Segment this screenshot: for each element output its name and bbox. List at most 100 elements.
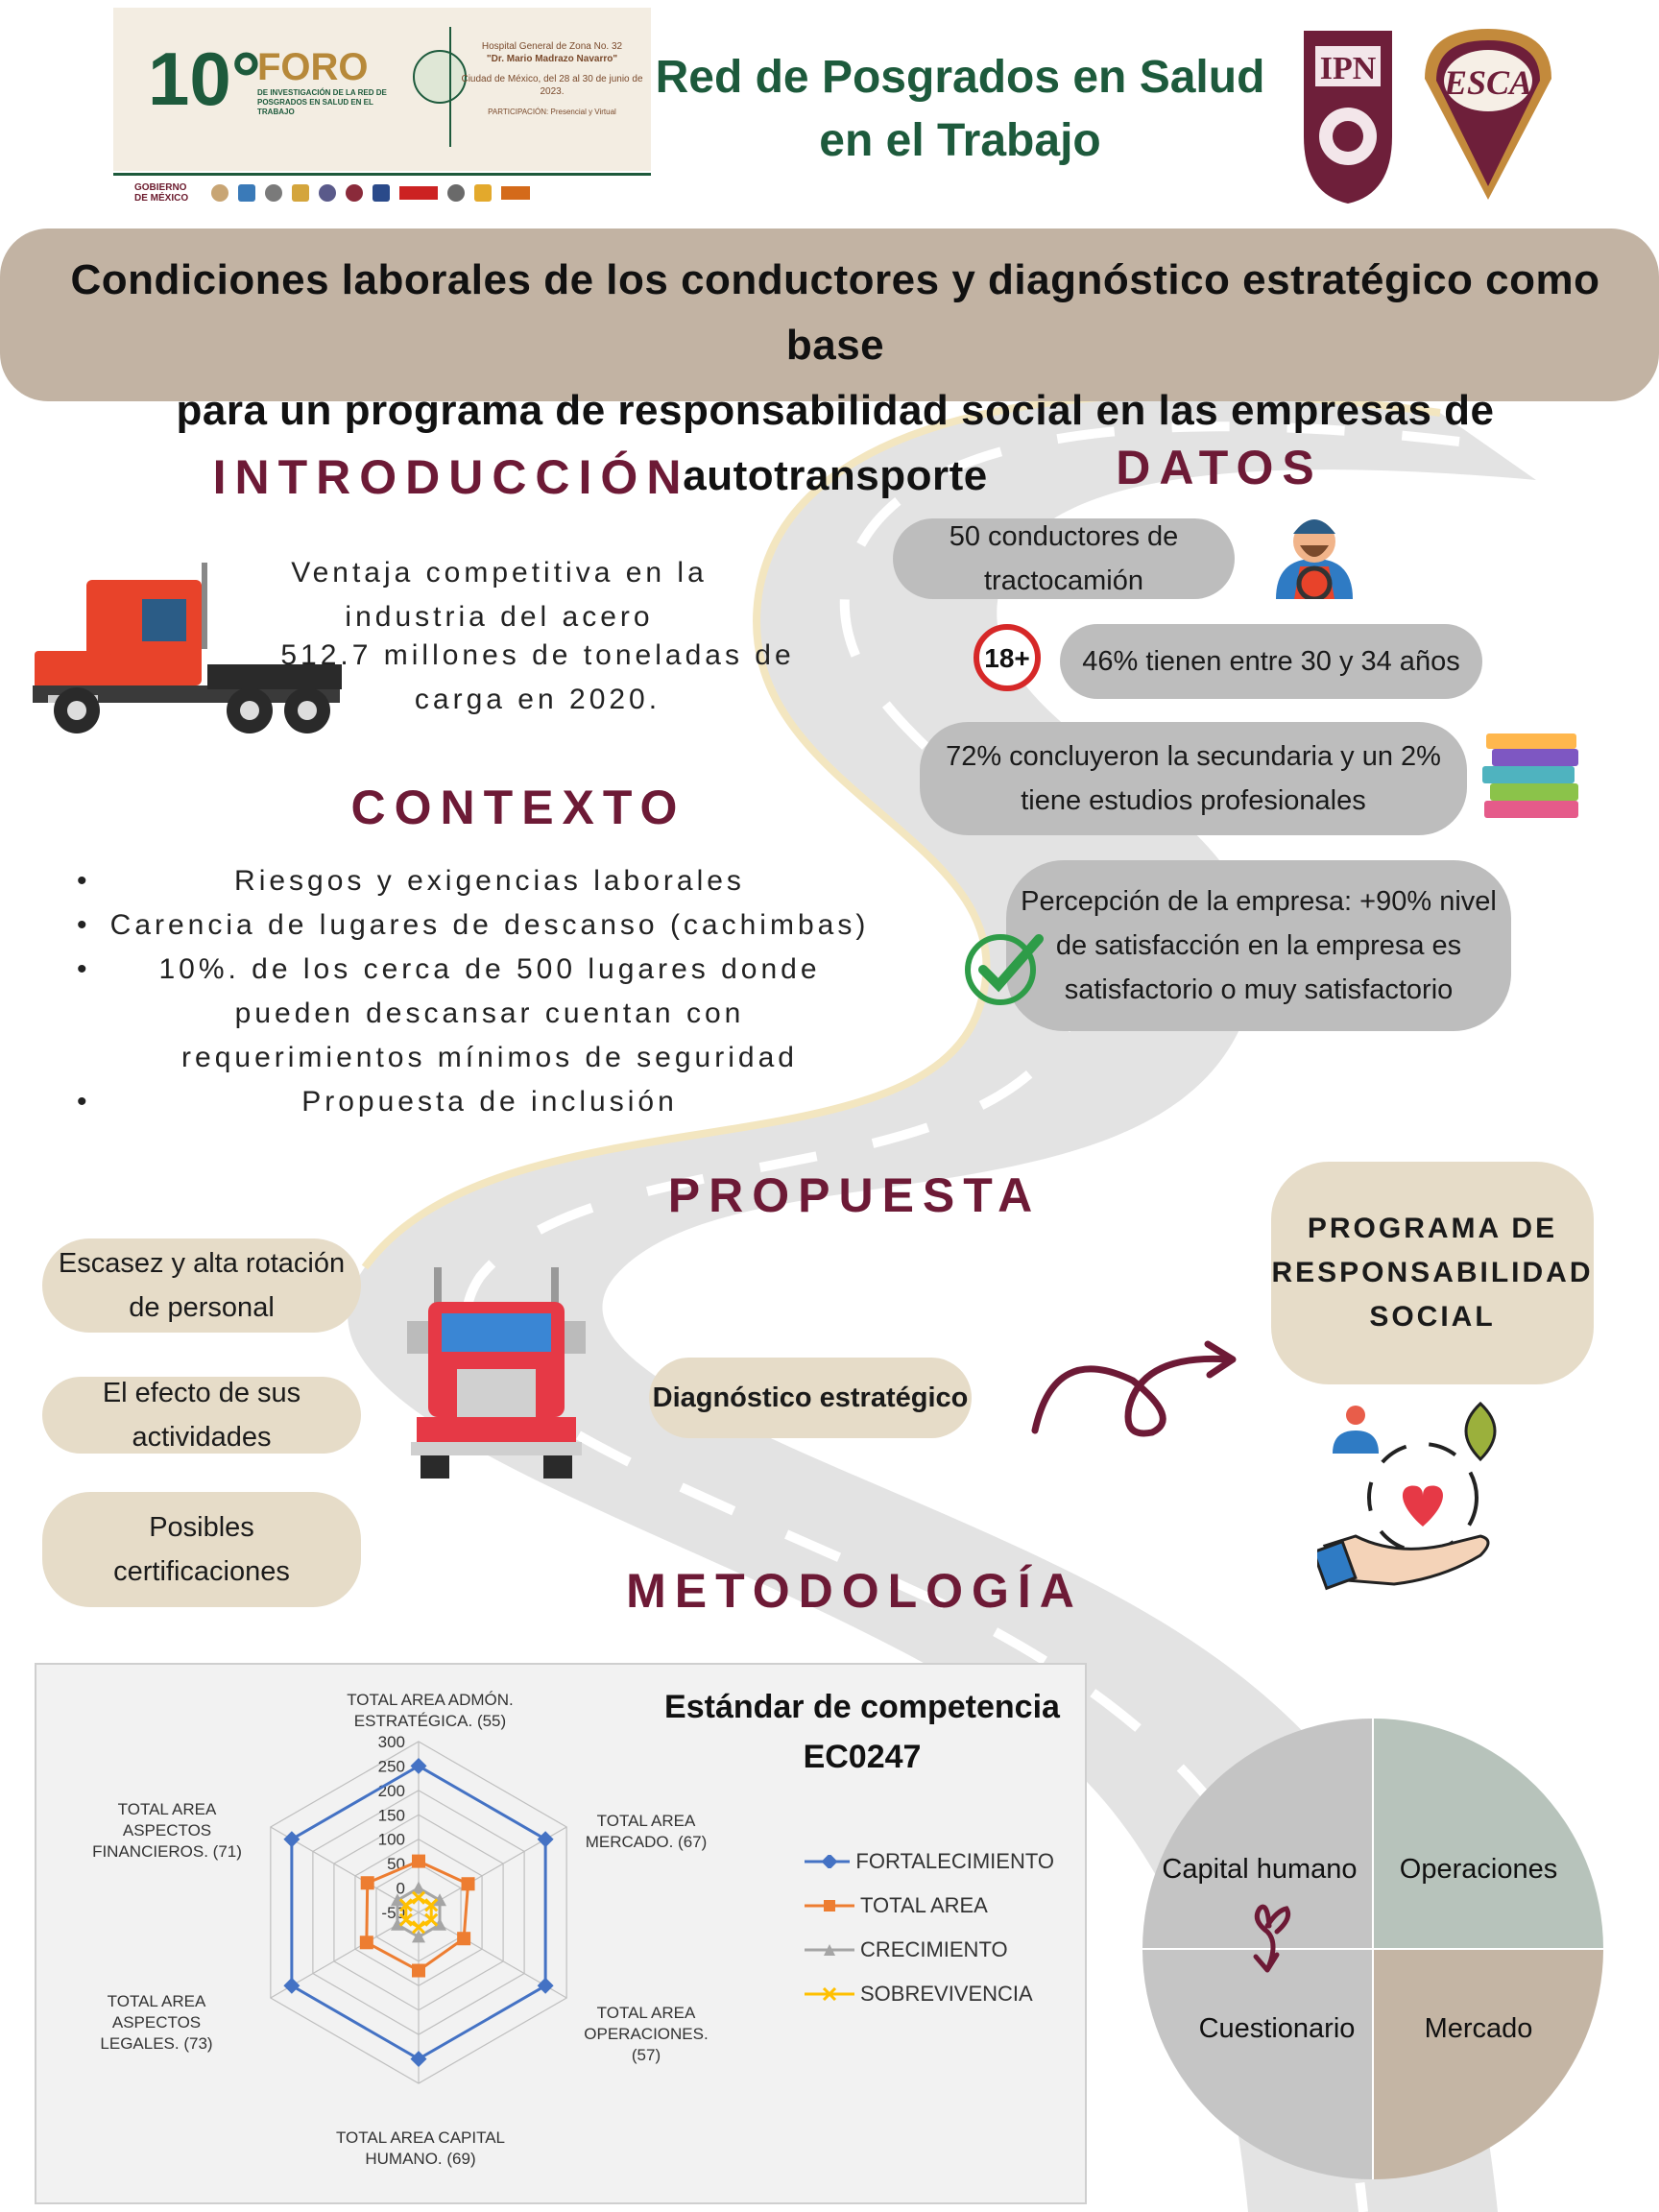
context-item: •Carencia de lugares de descanso (cachim… [77,909,870,941]
sponsor-rule [113,173,651,176]
city-dates: Ciudad de México, del 28 al 30 de junio … [461,74,643,97]
chart-legend: FORTALECIMIENTO TOTAL AREA CRECIMIENTO S… [805,1839,1054,2016]
intro-line4: carga en 2020. [414,684,661,715]
legend-item: TOTAL AREA [805,1884,1054,1928]
radar-tick-label: 200 [378,1782,405,1800]
ipn-logo-text: IPN [1320,51,1377,86]
brand-line1: Red de Posgrados en Salud [655,52,1265,103]
radar-point [433,1893,447,1907]
radar-tick-label: 150 [378,1806,405,1824]
radar-point [410,2051,427,2068]
sponsor-icon [238,184,255,202]
pie-label: Mercado [1425,2013,1533,2044]
age-pill: 46% tienen entre 30 y 34 años [1060,624,1482,699]
books-icon [1482,733,1578,818]
truck-front-icon [407,1267,586,1479]
methodology-heading: METODOLOGÍA [626,1564,1083,1618]
radar-tick-label: 250 [378,1757,405,1775]
radar-point [461,1877,475,1891]
age-18-icon: 18+ [974,624,1041,691]
sponsor-icon [447,184,465,202]
radar-tick-label: 100 [378,1831,405,1849]
radar-point [412,1854,425,1868]
radar-point [283,1831,301,1848]
radar-point [537,1977,554,1994]
radar-point [424,1898,439,1912]
intro-text: Ventaja competitiva en la industria del … [269,551,730,639]
radar-point [411,1890,426,1905]
ipn-logo: IPN [1304,31,1392,204]
sponsor-icon [319,184,336,202]
radar-point [457,1932,471,1946]
radar-tick-label: 300 [378,1733,405,1751]
brand-line2: en el Trabajo [819,115,1101,166]
forum-number: 10° [148,36,261,121]
radar-point [398,1898,413,1912]
axis-label: TOTAL AREA ADMÓN. ESTRATÉGICA. (55) [347,1691,514,1730]
sponsor-icon [292,184,309,202]
logo-divider [449,27,451,147]
radar-point [412,1930,425,1943]
context-item: •Propuesta de inclusión [77,1086,678,1118]
check-icon [965,934,1044,1005]
legend-item: SOBREVIVENCIA [805,1972,1054,2016]
radar-point [398,1912,413,1927]
flow-arrow-icon [1253,1904,1291,1973]
curved-arrow-icon [1031,1340,1237,1437]
forum-logo: 10° FORO DE INVESTIGACIÓN DE LA RED DE P… [113,8,651,171]
radar-point [410,1757,427,1774]
pie-label: Cuestionario [1199,2013,1356,2044]
age-badge-text: 18+ [984,643,1030,673]
pie-quadrant [1373,1949,1603,2179]
pie-quadrant [1373,1719,1603,1949]
intro-heading: INTRODUCCIÓN [212,450,690,504]
intro-line3: 512.7 millones de toneladas de [280,639,795,671]
intro-line1: Ventaja competitiva en la [291,557,708,589]
sponsor-icon [501,186,530,200]
sponsor-icon [211,184,228,202]
hospital-info: Hospital General de Zona No. 32 "Dr. Mar… [461,40,643,118]
pie-label: Operaciones [1400,1854,1557,1885]
sponsor-logos: GOBIERNO DE MÉXICO [134,179,643,207]
context-heading: CONTEXTO [350,781,686,834]
radar-point [283,1977,301,1994]
radar-point [411,1920,426,1935]
pie-quadrant [1142,1949,1373,2179]
road-surface [348,394,1537,2212]
chart-title: Estándar de competencia EC0247 [664,1689,1060,1775]
legend-item: FORTALECIMIENTO [805,1839,1054,1884]
radar-tick-label: 0 [397,1880,405,1898]
intro-line2: industria del acero [345,601,654,633]
radar-tick-label: -50 [381,1904,405,1922]
brand-title: Red de Posgrados en Salud en el Trabajo [653,46,1267,173]
legend-item: CRECIMIENTO [805,1928,1054,1972]
esca-logo: ESCA [1425,29,1551,200]
hospital-line1: Hospital General de Zona No. 32 [481,41,623,52]
axis-label: TOTAL AREA CAPITAL HUMANO. (69) [335,2128,506,2168]
title-line1: Condiciones laborales de los conductores… [70,256,1600,369]
context-list: •Riesgos y exigencias laborales •Carenci… [58,859,883,1124]
radar-point [390,1893,404,1907]
radar-point [360,1876,374,1890]
forum-title: FORO [257,46,369,88]
sponsor-icon [373,184,390,202]
diagnostic-pill: Diagnóstico estratégico [649,1358,972,1438]
radar-point [412,1881,425,1894]
road-edge-line [361,390,1441,1270]
intro-stats: 512.7 millones de toneladas de carga en … [269,634,806,722]
radar-point [433,1917,447,1931]
radar-point [390,1917,404,1931]
driver-icon [1276,519,1353,599]
sponsor-icon [265,184,282,202]
title-line2: para un programa de responsabilidad soci… [176,387,1495,499]
forum-subtitle: DE INVESTIGACIÓN DE LA RED DE POSGRADOS … [257,88,387,116]
